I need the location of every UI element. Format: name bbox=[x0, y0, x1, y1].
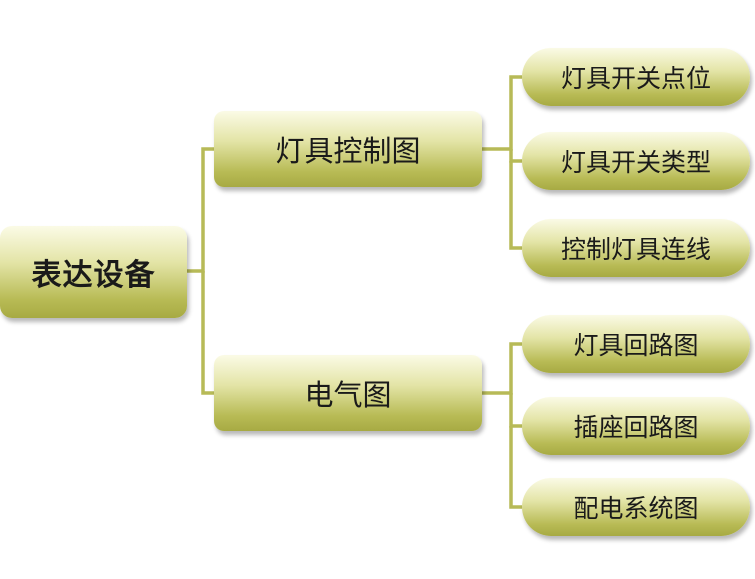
connector-branch-1-leaf-1 bbox=[482, 75, 522, 151]
branch-node-electrical: 电气图 bbox=[214, 355, 482, 431]
connector-branch-2-leaf-2 bbox=[509, 393, 522, 428]
connector-branch-1-leaf-3 bbox=[509, 161, 522, 250]
connector-branch-2-leaf-3 bbox=[509, 426, 522, 509]
leaf-node-socket-circuit: 插座回路图 bbox=[522, 397, 750, 455]
root-node: 表达设备 bbox=[0, 226, 187, 318]
leaf-node-lighting-circuit: 灯具回路图 bbox=[522, 315, 750, 373]
leaf-node-control-wiring: 控制灯具连线 bbox=[522, 219, 750, 277]
connector-branch-1-leaf-2 bbox=[509, 149, 522, 163]
connector-root-branch-2 bbox=[201, 271, 214, 395]
branch-node-lighting-control: 灯具控制图 bbox=[214, 111, 482, 187]
connector-branch-2-leaf-1 bbox=[482, 342, 522, 395]
connector-root-branch-1 bbox=[187, 147, 214, 273]
leaf-node-switch-types: 灯具开关类型 bbox=[522, 132, 750, 190]
leaf-node-switch-points: 灯具开关点位 bbox=[522, 48, 750, 106]
leaf-node-distribution-system: 配电系统图 bbox=[522, 478, 750, 536]
